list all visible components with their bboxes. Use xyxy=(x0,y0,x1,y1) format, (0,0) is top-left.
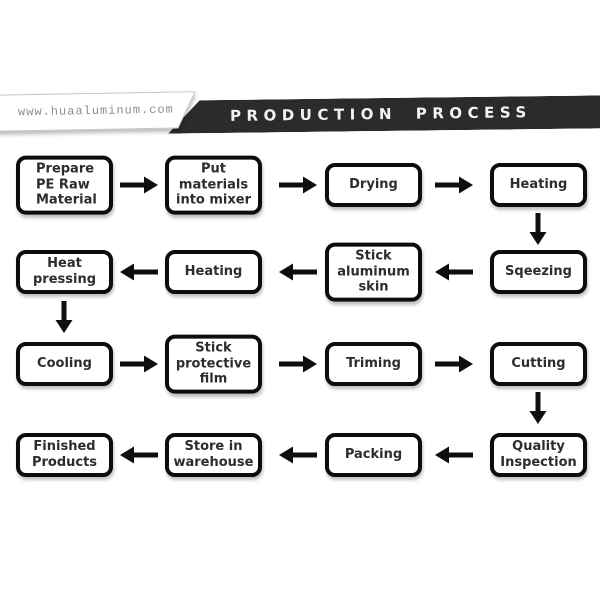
page-title: PRODUCTION PROCESS xyxy=(229,103,532,125)
step-triming: Triming xyxy=(325,342,422,386)
step-cutting: Cutting xyxy=(490,342,587,386)
arrow-left-icon xyxy=(120,445,158,465)
step-put-materials-into-mixer: Put materials into mixer xyxy=(165,155,262,215)
arrow-right-icon xyxy=(435,354,473,374)
arrow-down-icon xyxy=(528,392,548,424)
title-banner: PRODUCTION PROCESS xyxy=(168,95,600,133)
arrow-right-icon xyxy=(279,175,317,195)
step-prepare-pe-raw-material: Prepare PE Raw Material xyxy=(16,155,113,215)
step-stick-protective-film: Stick protective film xyxy=(165,334,262,394)
step-finished-products: Finished Products xyxy=(16,433,113,477)
website-ribbon: www.huaaluminum.com xyxy=(0,91,196,133)
arrow-right-icon xyxy=(435,175,473,195)
step-store-in-warehouse: Store in warehouse xyxy=(165,433,262,477)
step-stick-aluminum-skin: Stick aluminum skin xyxy=(325,242,422,302)
step-sqeezing: Sqeezing xyxy=(490,250,587,294)
website-url: www.huaaluminum.com xyxy=(17,102,174,120)
arrow-left-icon xyxy=(120,262,158,282)
arrow-left-icon xyxy=(435,445,473,465)
arrow-left-icon xyxy=(435,262,473,282)
step-heating-1: Heating xyxy=(490,163,587,207)
step-heat-pressing: Heat pressing xyxy=(16,250,113,294)
step-cooling: Cooling xyxy=(16,342,113,386)
arrow-right-icon xyxy=(120,175,158,195)
step-quality-inspection: Quality Inspection xyxy=(490,433,587,477)
arrow-down-icon xyxy=(528,213,548,245)
step-drying: Drying xyxy=(325,163,422,207)
arrow-down-icon xyxy=(54,301,74,333)
step-heating-2: Heating xyxy=(165,250,262,294)
arrow-left-icon xyxy=(279,262,317,282)
arrow-right-icon xyxy=(279,354,317,374)
step-packing: Packing xyxy=(325,433,422,477)
arrow-left-icon xyxy=(279,445,317,465)
arrow-right-icon xyxy=(120,354,158,374)
